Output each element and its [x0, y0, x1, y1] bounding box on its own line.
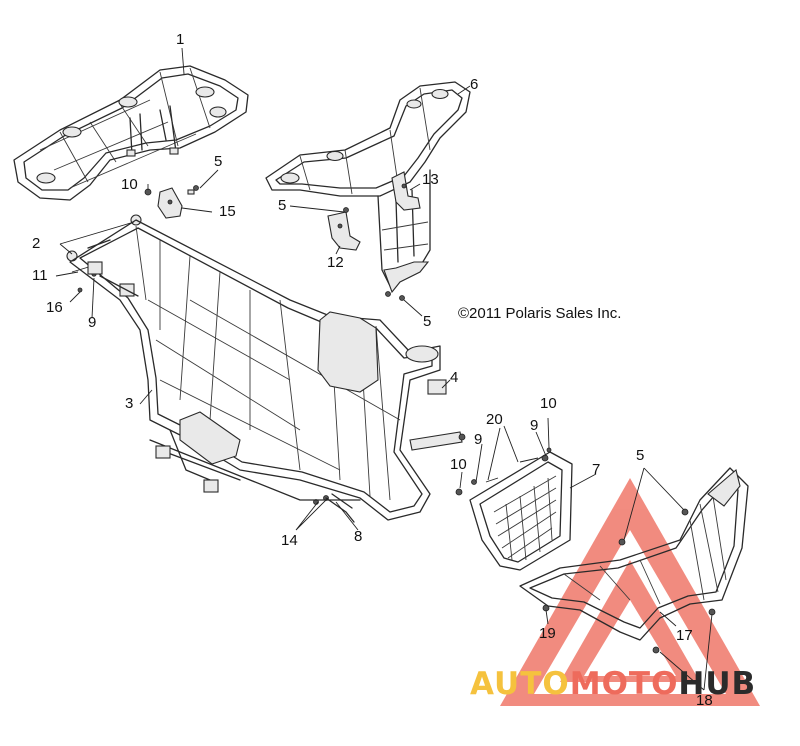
- callout-14: 14: [281, 532, 298, 549]
- main-frame-part-3: [69, 219, 441, 521]
- callout-5: 5: [636, 447, 645, 464]
- callout-11: 11: [32, 267, 48, 284]
- callout-1: 1: [176, 31, 185, 48]
- watermark-text-auto: AUTO: [470, 666, 570, 702]
- callout-5: 5: [423, 313, 432, 330]
- callout-7: 7: [592, 461, 601, 478]
- callout-9: 9: [88, 314, 97, 331]
- bracket-part-13: [391, 171, 421, 211]
- bracket-part-15: [157, 187, 183, 219]
- watermark-logo-text: AUTOMOTOHUB: [470, 666, 756, 702]
- callout-10: 10: [121, 176, 138, 193]
- callout-10: 10: [540, 395, 557, 412]
- bracket-part-12: [327, 211, 361, 251]
- callout-8: 8: [354, 528, 363, 545]
- callout-5: 5: [214, 153, 223, 170]
- callout-18: 18: [696, 692, 713, 709]
- callout-19: 19: [539, 625, 556, 642]
- rear-rack-part-1: [13, 65, 249, 201]
- callout-4: 4: [450, 369, 459, 386]
- callout-5: 5: [278, 197, 287, 214]
- callout-17: 17: [676, 627, 693, 644]
- callout-2: 2: [32, 235, 41, 252]
- callout-10: 10: [450, 456, 467, 473]
- watermark-text-hub: HUB: [678, 666, 757, 702]
- front-rack-part-6: [265, 81, 471, 294]
- callout-12: 12: [327, 254, 344, 271]
- callout-9: 9: [474, 431, 483, 448]
- callout-20: 20: [486, 411, 503, 428]
- callout-6: 6: [470, 76, 479, 93]
- callout-15: 15: [219, 203, 236, 220]
- watermark-text-moto: MOTO: [569, 666, 679, 702]
- watermark-triangle-logo: [500, 478, 760, 706]
- callout-3: 3: [125, 395, 134, 412]
- front-fender-part-17: [519, 467, 749, 641]
- leader-lines: [55, 47, 713, 691]
- strut-part-8: [325, 431, 466, 523]
- callout-16: 16: [46, 299, 63, 316]
- callout-9: 9: [530, 417, 539, 434]
- copyright-notice: ©2011 Polaris Sales Inc.: [458, 305, 622, 322]
- callout-13: 13: [422, 171, 439, 188]
- grille-guard-part-7: [469, 451, 573, 571]
